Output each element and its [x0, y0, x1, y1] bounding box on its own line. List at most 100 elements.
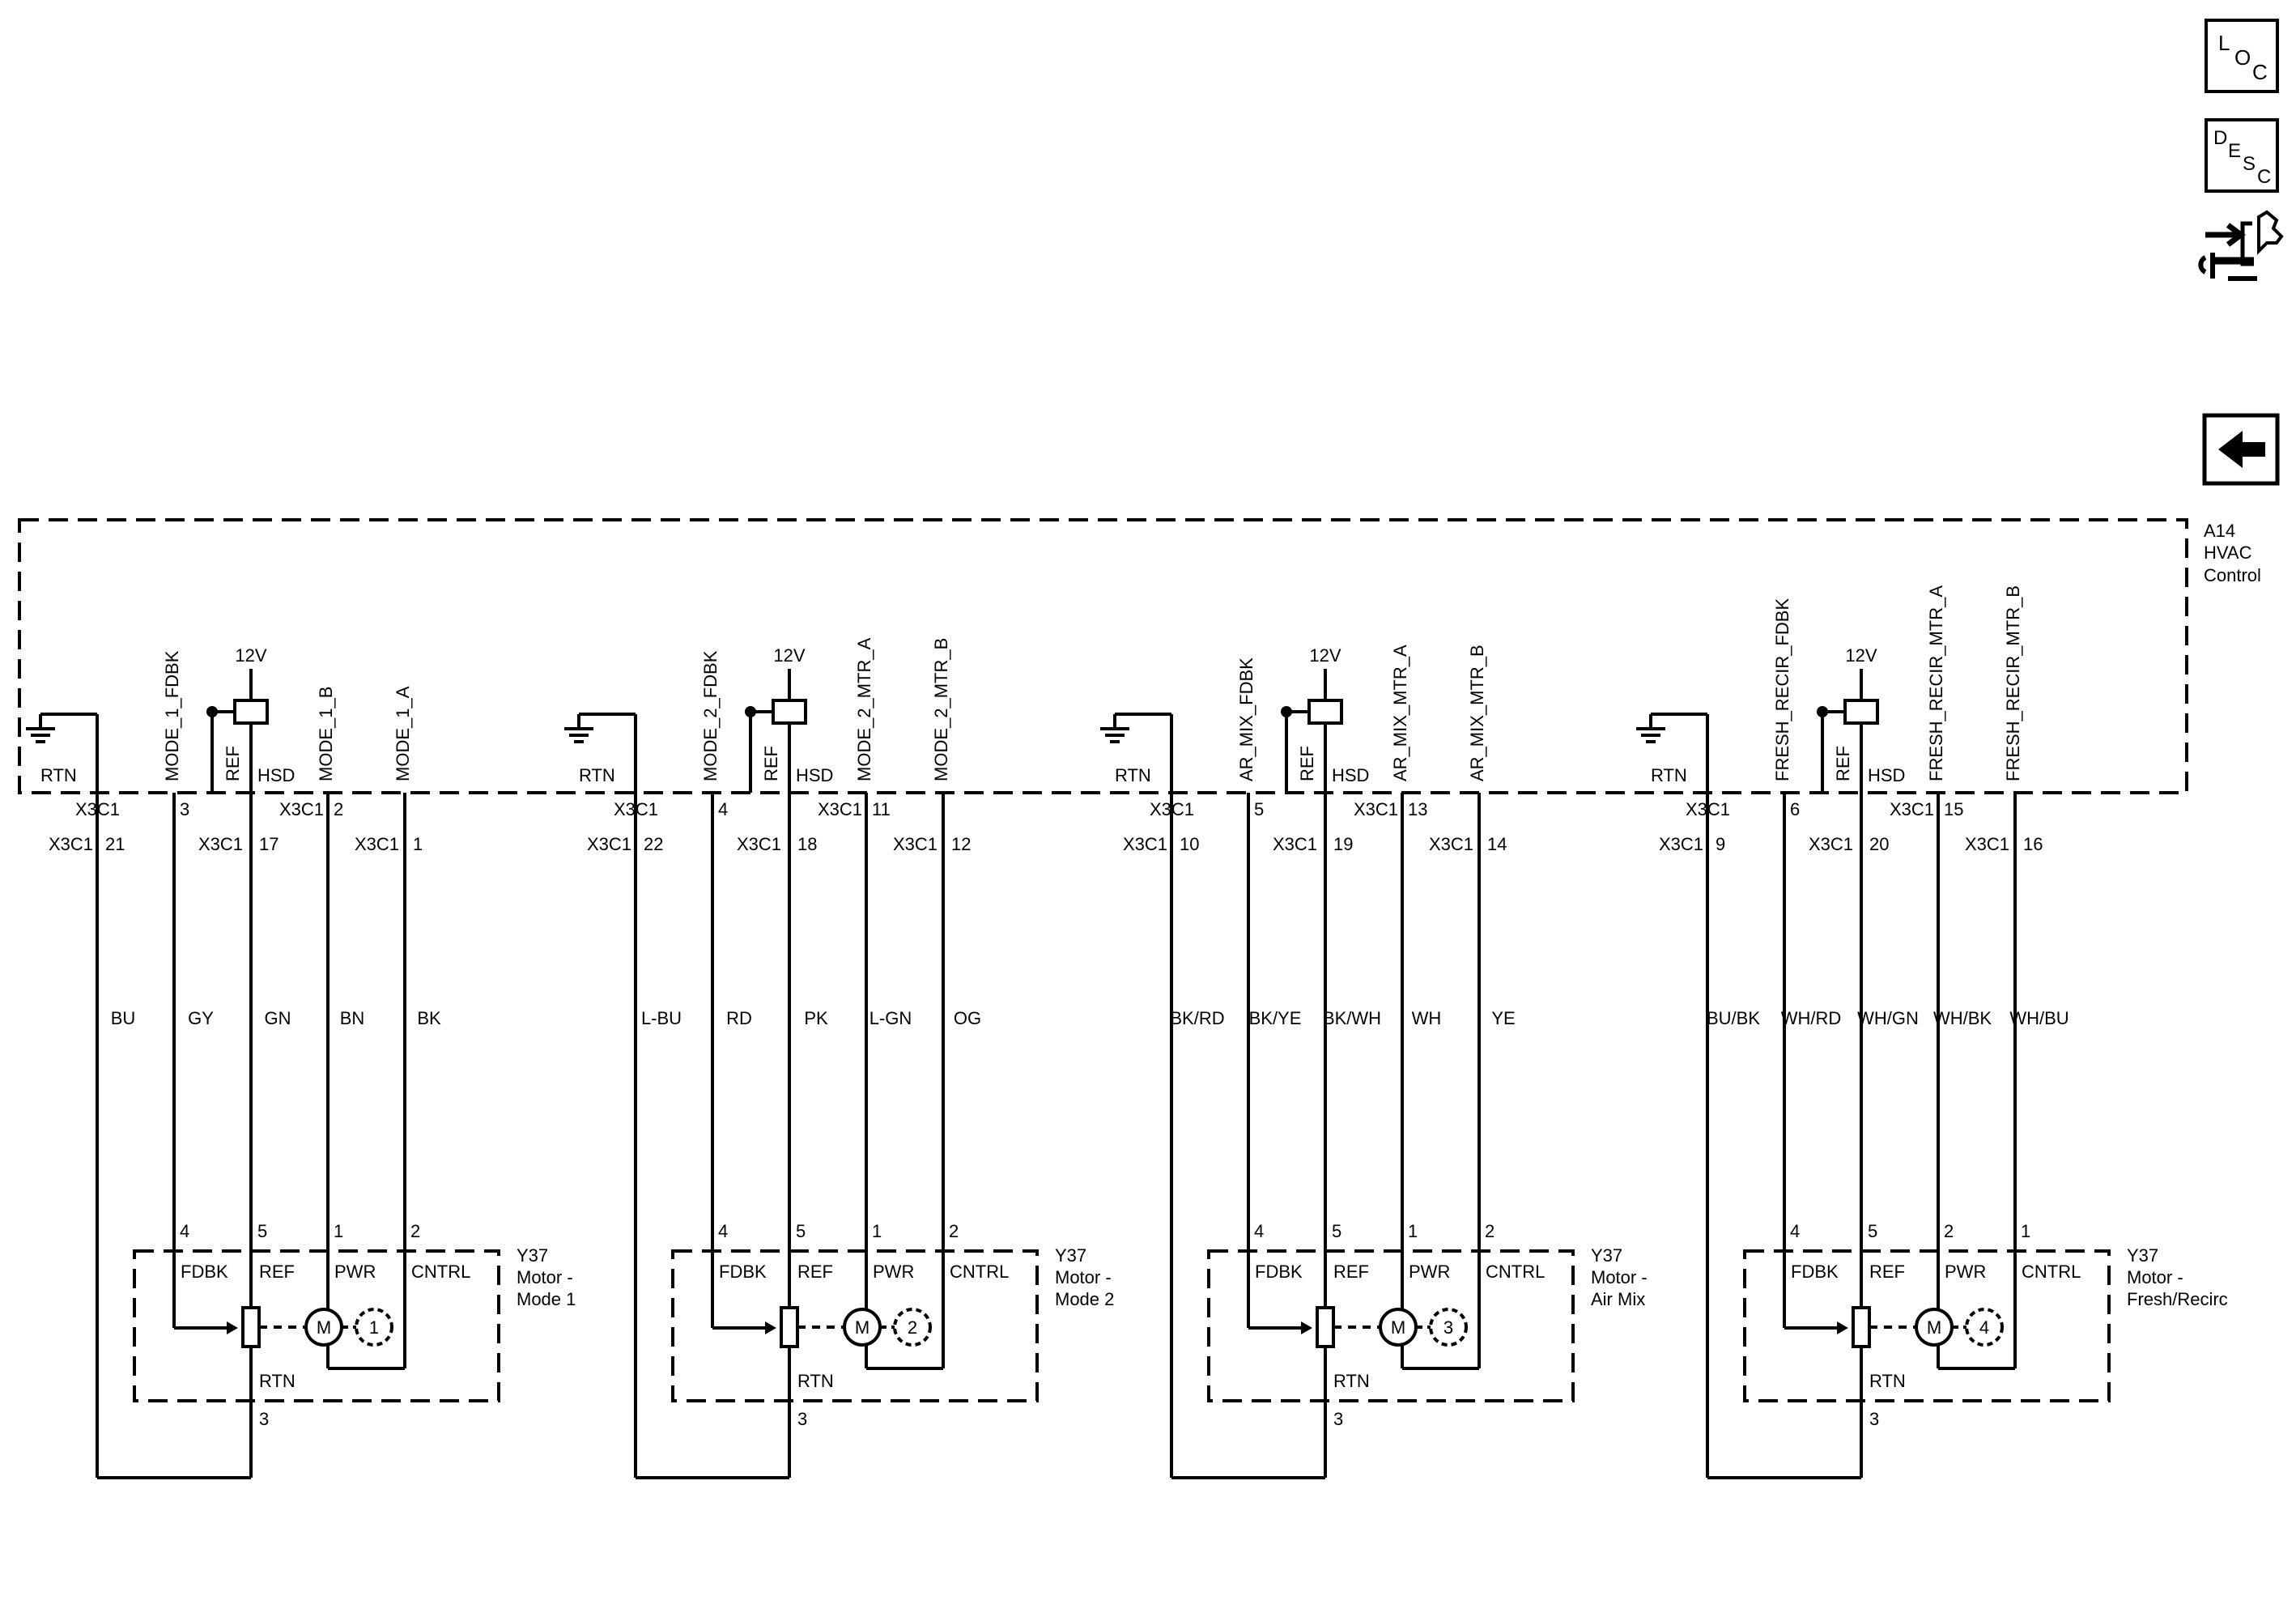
pin-fdbk: 6: [1790, 799, 1800, 819]
connector-label: X3C1: [1965, 834, 2009, 854]
connector-label: X3C1: [1890, 799, 1934, 819]
pin-cntrl: 16: [2023, 834, 2043, 854]
connector-wrench-icon[interactable]: [2198, 210, 2284, 281]
connector-label: X3C1: [355, 834, 399, 854]
wire-color-rtn: BU: [111, 1008, 136, 1028]
hsd-switch: [233, 699, 269, 725]
ref-signal-label: REF: [1833, 746, 1853, 781]
desc-letter-e: E: [2228, 140, 2241, 162]
connector-label: X3C1: [614, 799, 658, 819]
wire-color-cntrl: YE: [1491, 1008, 1515, 1028]
pin-ref: 17: [259, 834, 278, 854]
motor-symbol-label: M: [1927, 1317, 1941, 1338]
hvac-control-module-box: [18, 518, 2188, 794]
wire-color-cntrl: OG: [954, 1008, 981, 1028]
module-name-label: HVAC: [2204, 543, 2252, 563]
motor-pin-pwr: 1: [872, 1221, 882, 1241]
wire-color-fdbk: BK/YE: [1249, 1008, 1302, 1028]
hsd-switch: [1307, 699, 1343, 725]
loc-letter-o: O: [2234, 45, 2251, 70]
ref-signal-label: REF: [1297, 746, 1317, 781]
supply-voltage-label: 12V: [235, 645, 266, 666]
motor-rtn-label: RTN: [797, 1371, 834, 1391]
connector-label: X3C1: [1123, 834, 1167, 854]
motor-name-label: Motor -: [1591, 1267, 1648, 1287]
motor-pin-rtn: 3: [797, 1409, 807, 1429]
motor-b-signal-label: MODE_2_MTR_B: [931, 638, 951, 781]
motor-cntrl-label: CNTRL: [2022, 1262, 2081, 1282]
motor-pin-rtn: 3: [1333, 1409, 1343, 1429]
motor-pin-cntrl: 2: [949, 1221, 959, 1241]
motor-box: [671, 1249, 1039, 1402]
motor-box: [1207, 1249, 1575, 1402]
hsd-label: HSD: [257, 765, 295, 785]
motor-symbol-label: M: [1391, 1317, 1405, 1338]
motor-b-signal-label: AR_MIX_MTR_B: [1467, 645, 1487, 781]
supply-voltage-label: 12V: [1309, 645, 1341, 666]
motor-b-signal-label: FRESH_RECIR_MTR_B: [2003, 585, 2023, 781]
motor-ref-designator: Y37: [1055, 1245, 1086, 1266]
wire-color-fdbk: RD: [726, 1008, 752, 1028]
connector-label: X3C1: [1686, 799, 1730, 819]
motor-cntrl-label: CNTRL: [1486, 1262, 1545, 1282]
loc-button[interactable]: L O C: [2205, 19, 2279, 93]
motor-name-label: Motor -: [517, 1267, 573, 1287]
pin-ref: 19: [1333, 834, 1353, 854]
motor-pin-fdbk: 4: [1790, 1221, 1800, 1241]
motor-pin-cntrl: 1: [2021, 1221, 2030, 1241]
motor-fdbk-label: FDBK: [719, 1262, 767, 1282]
hsd-label: HSD: [796, 765, 833, 785]
motor-ref-designator: Y37: [2127, 1245, 2158, 1266]
connector-label: X3C1: [737, 834, 781, 854]
potentiometer-icon: [1316, 1306, 1335, 1348]
connector-label: X3C1: [818, 799, 862, 819]
motor-name-label-2: Mode 1: [517, 1289, 576, 1309]
motor-number-badge: [893, 1308, 932, 1347]
hsd-switch: [772, 699, 807, 725]
motor-number-badge: [1965, 1308, 2004, 1347]
pin-rtn: 21: [105, 834, 125, 854]
rtn-label: RTN: [1651, 765, 1687, 785]
desc-button[interactable]: D E S C: [2205, 118, 2279, 193]
motor-name-label: Motor -: [1055, 1267, 1112, 1287]
motor-ref-designator: Y37: [517, 1245, 548, 1266]
motor-pin-cntrl: 2: [410, 1221, 420, 1241]
connector-label: X3C1: [587, 834, 631, 854]
connector-label: X3C1: [49, 834, 93, 854]
wire-color-fdbk: WH/RD: [1781, 1008, 1842, 1028]
pin-rtn: 10: [1180, 834, 1199, 854]
rtn-label: RTN: [579, 765, 615, 785]
motor-fdbk-label: FDBK: [1791, 1262, 1839, 1282]
motor-rtn-label: RTN: [259, 1371, 296, 1391]
motor-pin-fdbk: 4: [718, 1221, 728, 1241]
pin-fdbk: 5: [1254, 799, 1264, 819]
pot-arrow-icon: [1837, 1321, 1848, 1334]
wire-color-ref: BK/WH: [1323, 1008, 1381, 1028]
motor-number-label: 4: [1979, 1317, 1989, 1338]
loc-letter-l: L: [2218, 31, 2230, 55]
motor-a-signal-label: MODE_2_MTR_A: [854, 637, 874, 781]
wire-color-fdbk: GY: [188, 1008, 214, 1028]
desc-letter-d: D: [2213, 127, 2227, 149]
motor-pwr-label: PWR: [1409, 1262, 1450, 1282]
wire-color-rtn: L-BU: [641, 1008, 682, 1028]
motor-ref-label: REF: [1869, 1262, 1905, 1282]
wire-color-rtn: BU/BK: [1707, 1008, 1760, 1028]
back-arrow-icon: [2218, 431, 2265, 468]
connector-label: X3C1: [75, 799, 120, 819]
connector-label: X3C1: [279, 799, 324, 819]
motor-a-signal-label: MODE_1_B: [316, 687, 336, 781]
pin-ref: 18: [797, 834, 817, 854]
pin-cntrl: 1: [413, 834, 423, 854]
motor-number-label: 3: [1444, 1317, 1453, 1338]
motor-pin-ref: 5: [257, 1221, 267, 1241]
supply-voltage-label: 12V: [1845, 645, 1877, 666]
pin-hsd: 11: [872, 799, 891, 819]
back-button[interactable]: [2202, 413, 2280, 486]
pot-arrow-icon: [1301, 1321, 1312, 1334]
